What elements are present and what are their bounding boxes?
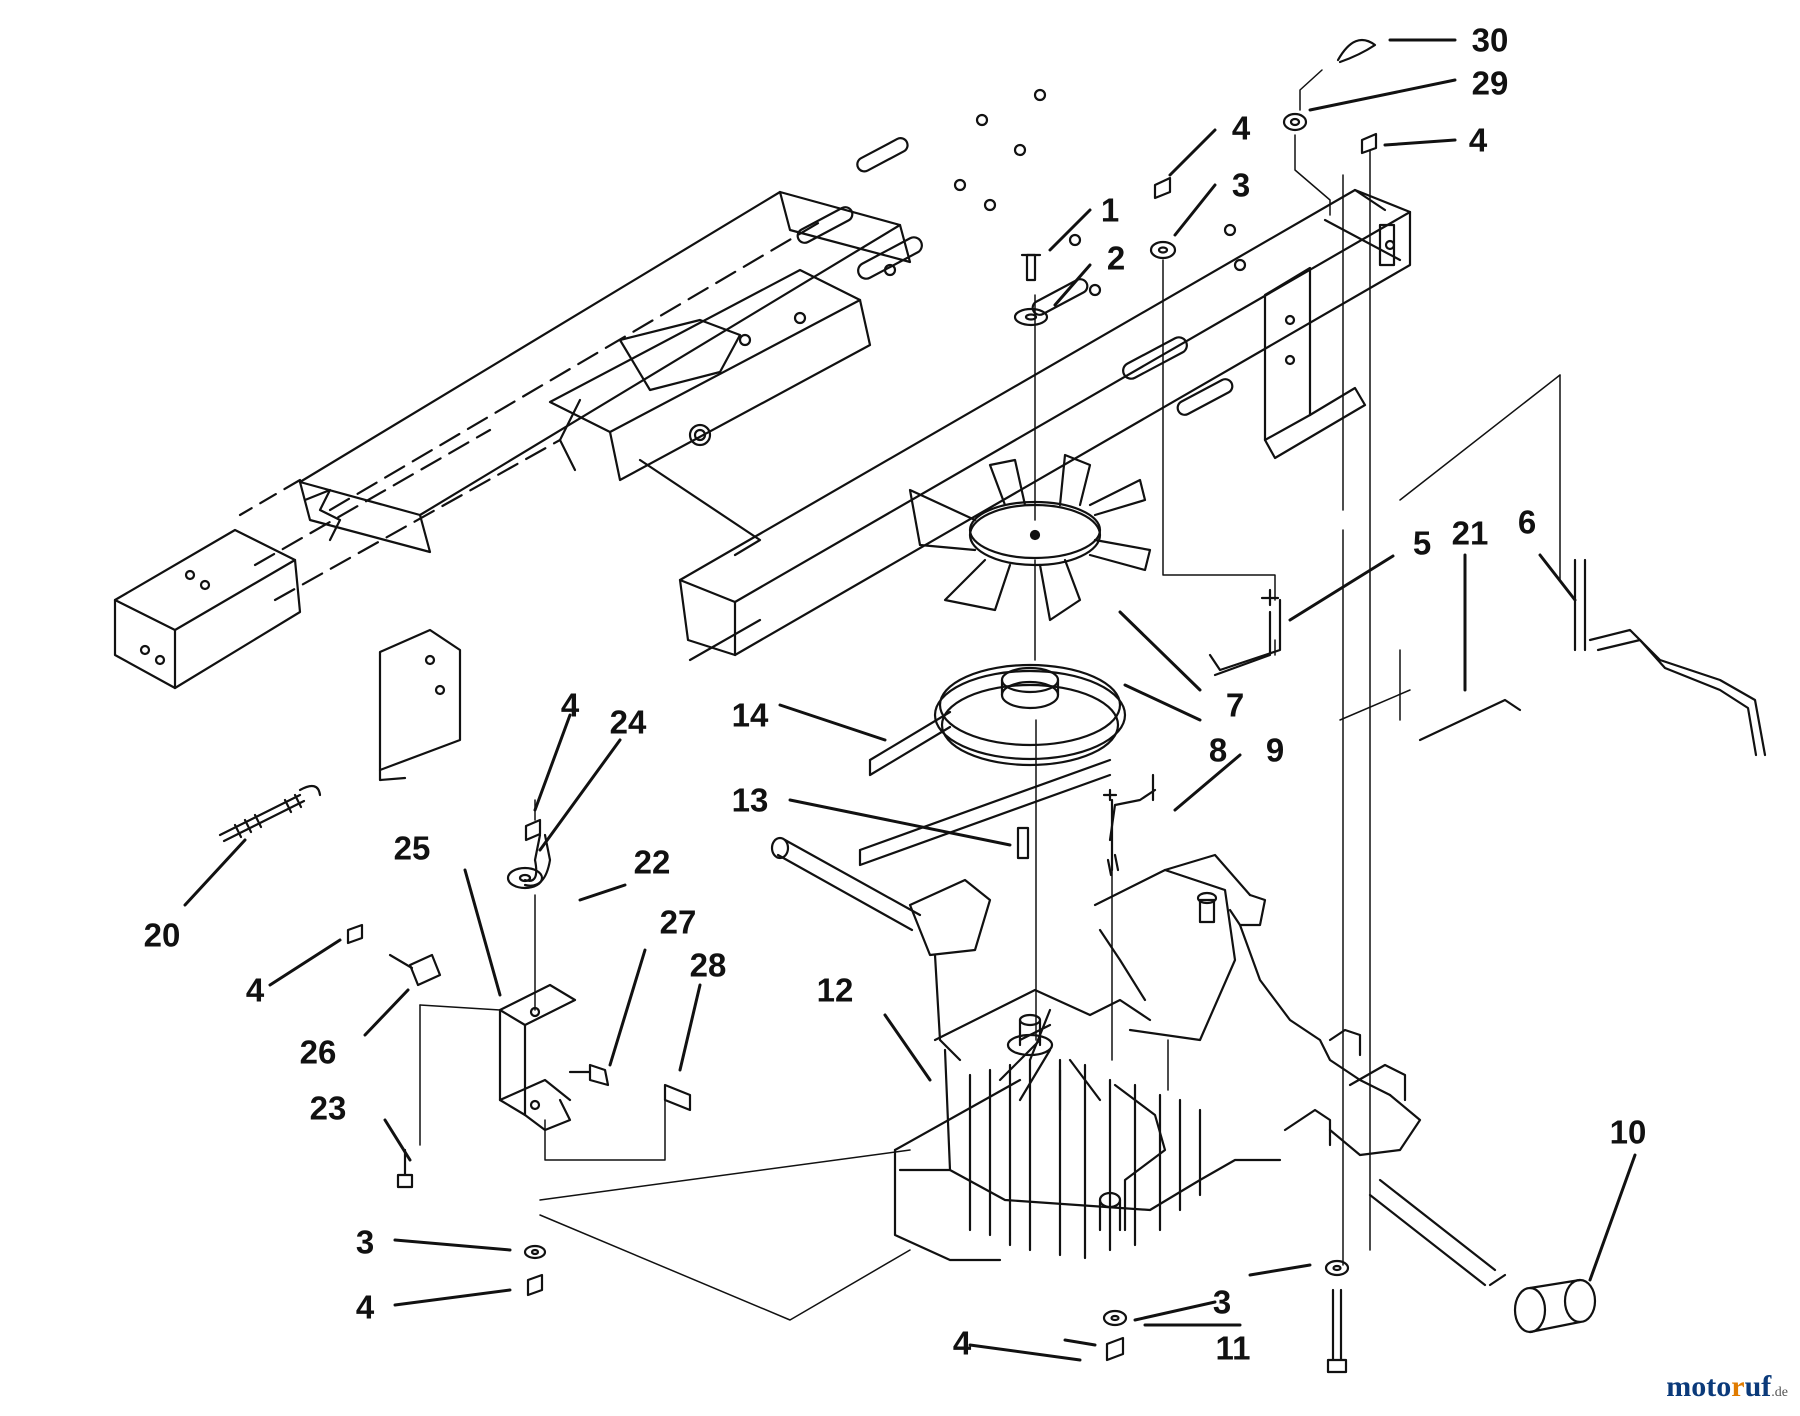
callout-25: 25	[393, 829, 431, 867]
callout-4-mid-left: 4	[245, 971, 265, 1009]
control-rods	[523, 558, 1767, 887]
drive-pulley	[933, 663, 1127, 767]
callout-24: 24	[609, 703, 647, 741]
callout-3-top: 3	[1231, 166, 1251, 204]
watermark-brand-suffix: uf	[1744, 1370, 1772, 1403]
callout-26: 26	[299, 1033, 337, 1071]
callout-14: 14	[731, 696, 769, 734]
callout-1: 1	[1100, 191, 1120, 229]
drive-belt	[858, 710, 1112, 867]
spring-plate-bracket	[378, 628, 462, 782]
watermark-brand-prefix: moto	[1666, 1370, 1732, 1403]
callout-20: 20	[143, 916, 181, 954]
watermark-domain: .de	[1771, 1385, 1788, 1400]
callout-2: 2	[1106, 239, 1126, 277]
alignment-lines	[419, 69, 1561, 1321]
callout-21: 21	[1451, 514, 1489, 552]
frame-rail-left	[113, 190, 912, 690]
callout-4-top: 4	[1231, 109, 1251, 147]
leader-lines	[183, 38, 1637, 1362]
callout-29: 29	[1471, 64, 1509, 102]
callout-10: 10	[1609, 1113, 1647, 1151]
callout-30: 30	[1471, 21, 1509, 59]
callout-8: 8	[1208, 731, 1228, 769]
pulley-key	[1016, 826, 1030, 860]
callout-22: 22	[633, 843, 671, 881]
idler-bracket	[498, 983, 610, 1132]
support-bracket-right	[1263, 266, 1367, 460]
extension-spring	[218, 784, 322, 843]
callout-9: 9	[1265, 731, 1285, 769]
callout-12: 12	[816, 971, 854, 1009]
transaxle-assembly	[770, 788, 1507, 1287]
callout-13: 13	[731, 781, 769, 819]
callout-4-top-right: 4	[1468, 121, 1488, 159]
callout-5: 5	[1412, 524, 1432, 562]
fastener-set	[346, 818, 1350, 1374]
watermark-logo: motoruf.de	[1666, 1370, 1788, 1404]
callout-27: 27	[659, 903, 697, 941]
callout-11: 11	[1215, 1329, 1251, 1367]
callout-28: 28	[689, 946, 727, 984]
callout-4-bottom: 4	[952, 1324, 972, 1362]
callout-6: 6	[1517, 503, 1537, 541]
axle-collar	[1513, 1278, 1597, 1334]
watermark-brand-accent: r	[1731, 1370, 1745, 1403]
callout-4-bottom-left: 4	[355, 1288, 375, 1326]
callout-3-bottom-right: 3	[1212, 1283, 1232, 1321]
callout-23: 23	[309, 1089, 347, 1127]
callout-7: 7	[1225, 686, 1245, 724]
callout-3-bottom-left: 3	[355, 1223, 375, 1261]
rail-slots	[738, 88, 1247, 416]
cross-member	[548, 268, 872, 557]
callout-4-left: 4	[560, 686, 580, 724]
top-hardware	[1013, 38, 1378, 327]
